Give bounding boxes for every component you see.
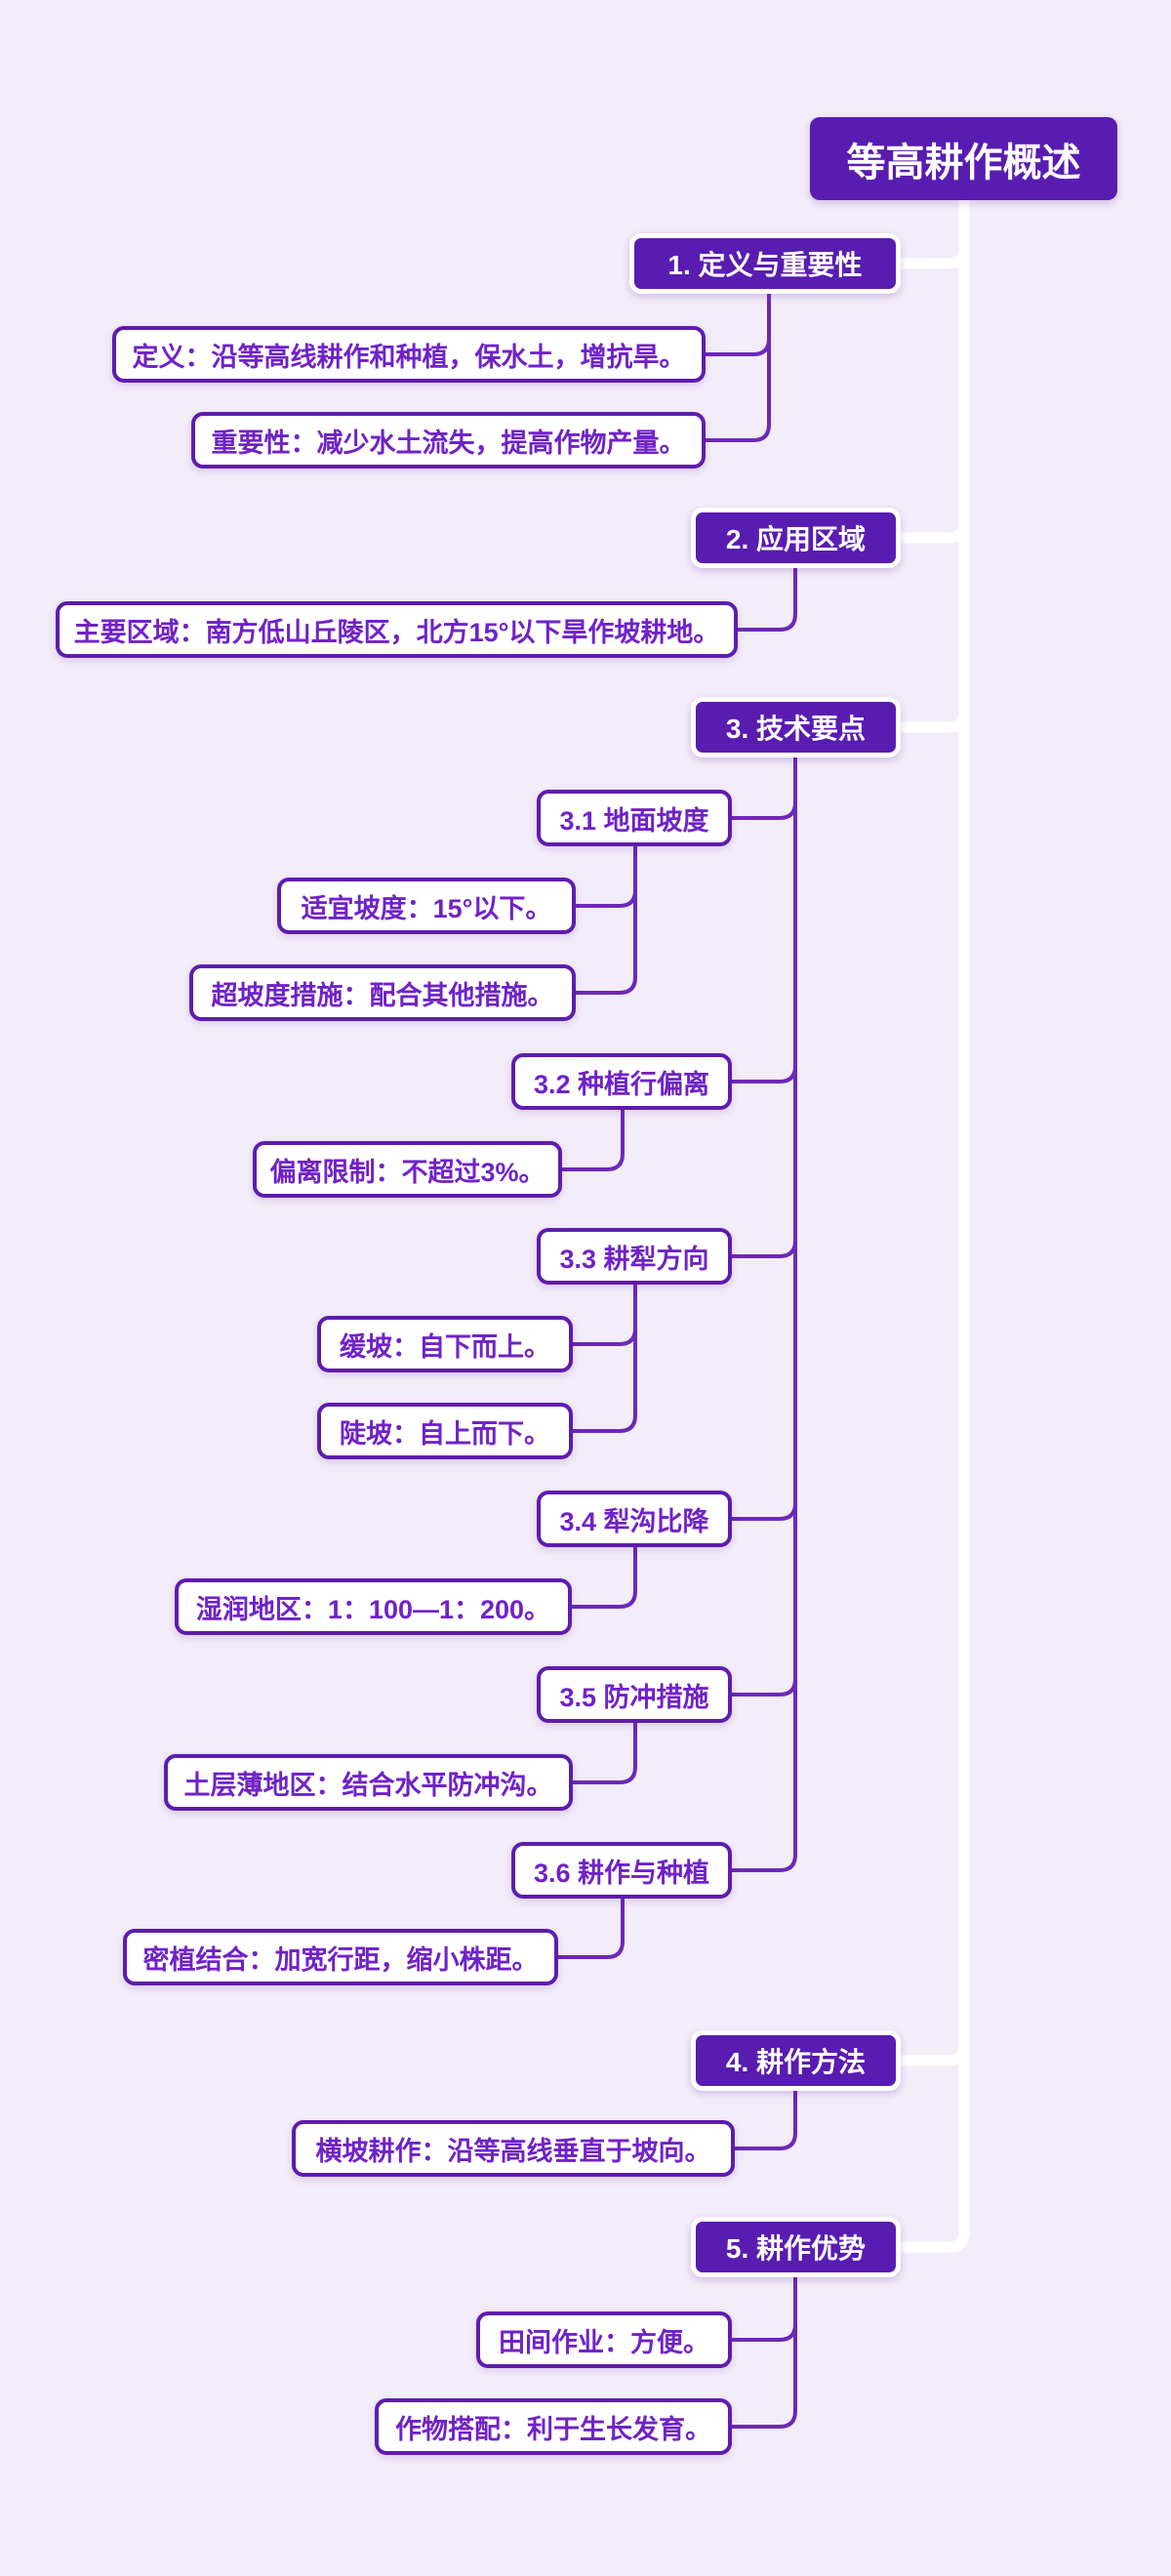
connector-branch5-leaf1 [728,2322,797,2342]
connector-root-branch4 [886,2039,970,2066]
leaf-node-1-2[interactable]: 重要性：减少水土流失，提高作物产量。 [191,412,706,469]
leaf-node-3-1-2[interactable]: 超坡度措施：配合其他措施。 [189,964,576,1021]
connector-sub31-leaf1 [572,888,637,908]
leaf-node-5-1[interactable]: 田间作业：方便。 [476,2311,732,2368]
branch-node-4[interactable]: 4. 耕作方法 [691,2030,901,2091]
leaf-node-3-3-1[interactable]: 缓坡：自下而上。 [317,1316,573,1372]
leaf-node-1-1[interactable]: 定义：沿等高线耕作和种植，保水土，增抗旱。 [112,326,706,383]
connector-branch3-sub4 [728,1501,797,1521]
connector-root-branch1 [886,242,970,269]
connector-sub35-leaf1 [569,1720,637,1784]
leaf-node-3-4-1[interactable]: 湿润地区：1：100—1：200。 [175,1578,572,1635]
connector-sub31-spine [572,843,637,995]
branch-node-2[interactable]: 2. 应用区域 [691,508,901,568]
connector-branch4-leaf1 [731,2086,797,2150]
connector-branch1-leaf1 [702,337,771,356]
connector-root-branch3 [886,706,970,733]
branch-node-5[interactable]: 5. 耕作优势 [691,2217,901,2277]
leaf-node-3-5-1[interactable]: 土层薄地区：结合水平防冲沟。 [164,1754,573,1811]
connector-branch3-spine [728,753,797,1872]
connector-sub33-spine [569,1282,637,1433]
connector-sub36-leaf1 [554,1896,625,1959]
leaf-node-3-2-1[interactable]: 偏离限制：不超过3%。 [253,1141,562,1198]
connector-branch3-sub5 [728,1677,797,1697]
connector-branch3-sub1 [728,800,797,820]
subtopic-node-3-5[interactable]: 3.5 防冲措施 [537,1666,732,1723]
connector-sub33-leaf1 [569,1327,637,1346]
connector-branch2-leaf1 [734,563,797,632]
connector-branch5-spine [728,2272,797,2429]
leaf-node-5-2[interactable]: 作物搭配：利于生长发育。 [375,2398,732,2455]
connector-branch3-sub2 [728,1064,797,1084]
subtopic-node-3-4[interactable]: 3.4 犁沟比降 [537,1491,732,1547]
connector-root-spine [886,189,970,2253]
leaf-node-4-1[interactable]: 横坡耕作：沿等高线垂直于坡向。 [292,2120,735,2177]
root-node[interactable]: 等高耕作概述 [810,117,1117,200]
branch-node-1[interactable]: 1. 定义与重要性 [629,233,901,294]
subtopic-node-3-3[interactable]: 3.3 耕犁方向 [537,1228,732,1285]
leaf-node-3-6-1[interactable]: 密植结合：加宽行距，缩小株距。 [123,1929,558,1985]
connector-root-branch2 [886,516,970,544]
subtopic-node-3-2[interactable]: 3.2 种植行偏离 [511,1053,732,1110]
subtopic-node-3-6[interactable]: 3.6 耕作与种植 [511,1842,732,1899]
connector-branch1-spine [702,289,771,442]
connector-sub34-leaf1 [568,1544,637,1609]
subtopic-node-3-1[interactable]: 3.1 地面坡度 [537,790,732,846]
leaf-node-3-1-1[interactable]: 适宜坡度：15°以下。 [277,878,576,934]
leaf-node-3-3-2[interactable]: 陡坡：自上而下。 [317,1403,573,1459]
connector-sub32-leaf1 [558,1107,625,1171]
branch-node-3[interactable]: 3. 技术要点 [691,697,901,757]
connector-branch3-sub3 [728,1239,797,1258]
leaf-node-2-1[interactable]: 主要区域：南方低山丘陵区，北方15°以下旱作坡耕地。 [56,601,738,658]
